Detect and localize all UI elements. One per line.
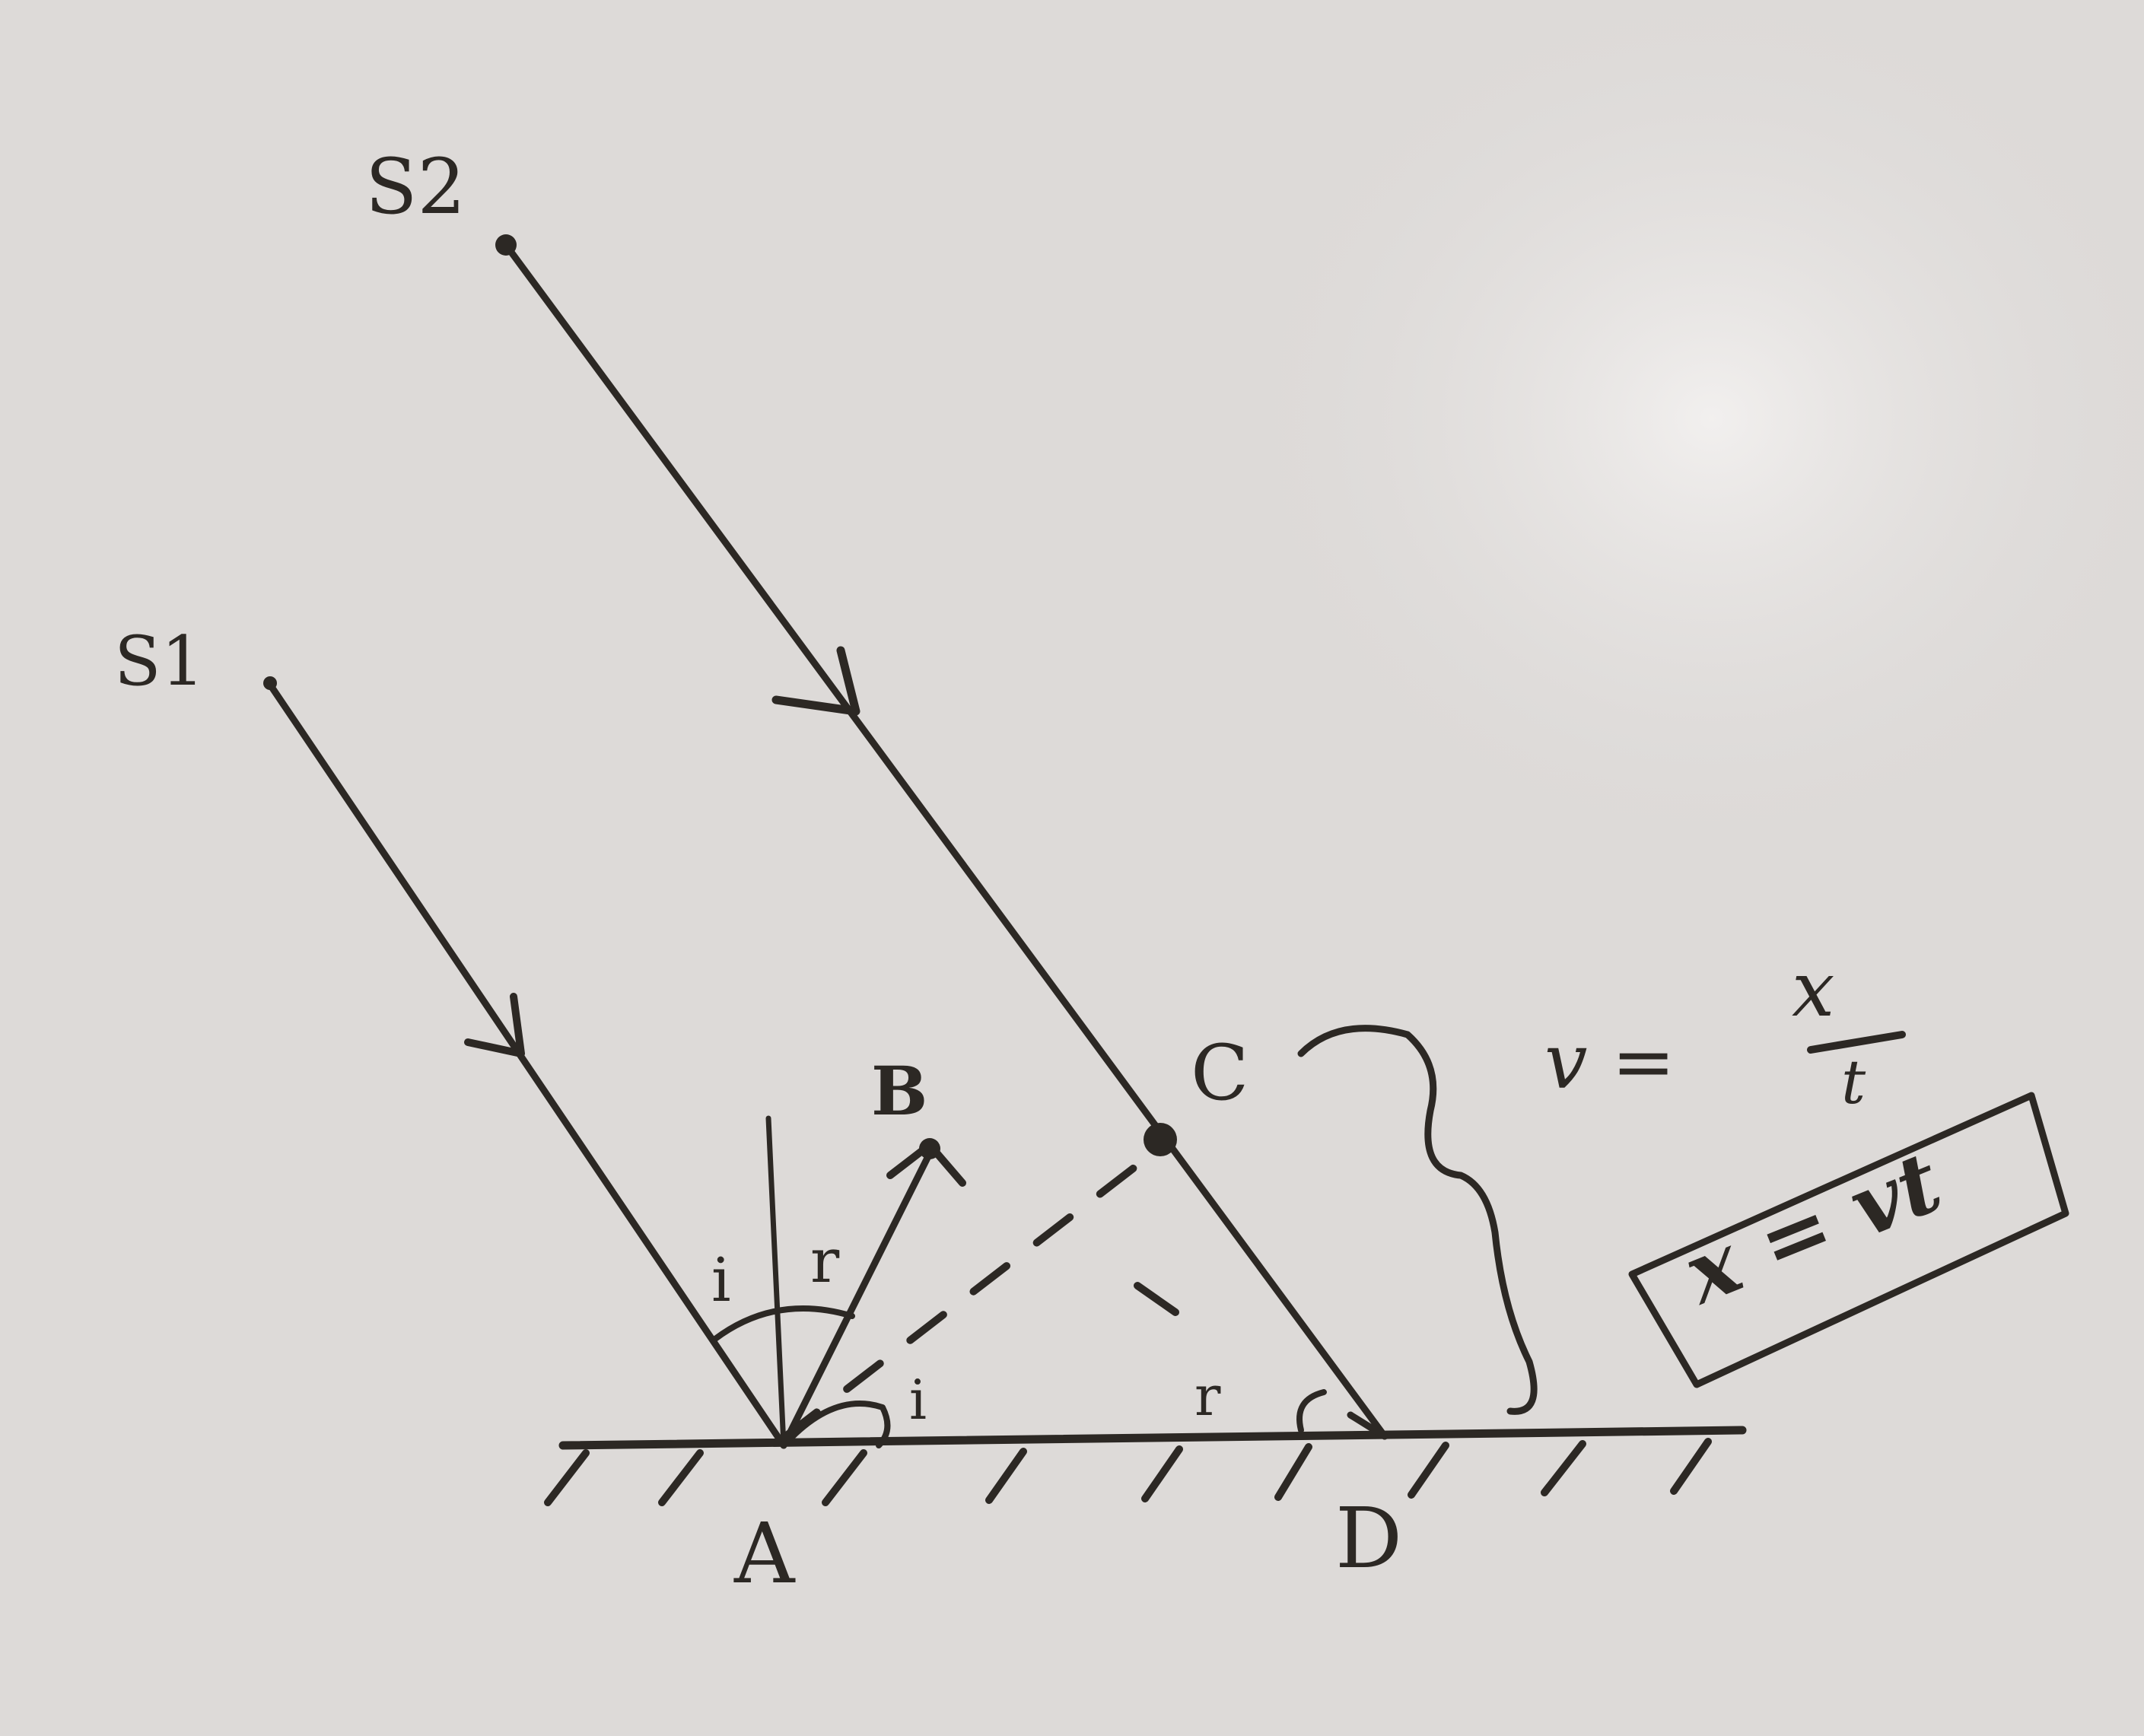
incident-ray-s1 [263, 676, 787, 1449]
brace-cd [1297, 1025, 1538, 1415]
point-c-dot [1144, 1123, 1177, 1156]
fraction-bar [1807, 1031, 1906, 1054]
normal-line [765, 1115, 787, 1448]
point-b-dot [919, 1138, 940, 1159]
reflected-ray-ab [780, 1138, 966, 1449]
label-angle-r-lower: r [1194, 1364, 1221, 1428]
equation-box [1628, 1092, 2069, 1388]
label-s1: S1 [114, 622, 205, 701]
equation-denominator: t [1841, 1047, 1866, 1118]
point-s2-dot [495, 234, 517, 256]
mirror-hatching [544, 1438, 1712, 1506]
equation-lhs: v = [1544, 1017, 1675, 1106]
point-s1-dot [263, 676, 277, 690]
label-angle-r-upper: r [810, 1226, 840, 1296]
label-d: D [1335, 1490, 1402, 1587]
label-c: C [1191, 1029, 1249, 1118]
equation-boxed: x = vt [1670, 1133, 1955, 1324]
label-b: B [871, 1051, 927, 1130]
label-a: A [733, 1505, 796, 1602]
paper-glare [1217, 0, 2144, 875]
angle-arc-r-d [1296, 1389, 1327, 1433]
incident-ray-s2 [495, 234, 1389, 1440]
equation-numerator: x [1792, 945, 1834, 1034]
label-s2: S2 [365, 142, 466, 231]
wavefront-dashed [780, 1153, 1153, 1442]
angle-arc-i-r [712, 1305, 855, 1342]
label-angle-i-upper: i [711, 1245, 731, 1315]
wavefront-tick [1134, 1282, 1179, 1316]
label-angle-i-lower: i [909, 1368, 927, 1432]
mirror-surface [544, 1426, 1747, 1506]
angle-arc-i-lower [788, 1401, 891, 1448]
